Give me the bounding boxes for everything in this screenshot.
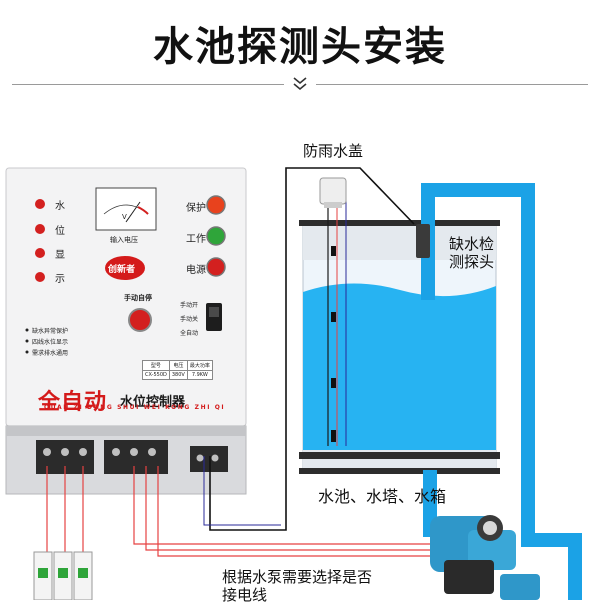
- spec-cell: CX-550D: [142, 370, 170, 380]
- brand-title: 全自动: [38, 390, 108, 415]
- feature-item: 需求排水通用: [32, 350, 69, 357]
- feature-item: 四线水位显示: [32, 339, 69, 346]
- divider-left: [12, 84, 284, 85]
- switch-label: 手动关: [180, 316, 199, 323]
- rain-cover: [319, 177, 347, 205]
- spec-header: 电压: [168, 360, 188, 371]
- status-led-label: 电源: [186, 265, 206, 276]
- spec-cell: 380V: [168, 370, 188, 380]
- page-title: 水池探测头安装: [153, 24, 447, 70]
- pump-icon: [430, 515, 540, 600]
- side-led-label: 水: [55, 201, 65, 212]
- spec-table: 型号 电压 最大功率 CX-550D 380V 7.9KW: [142, 360, 213, 380]
- water-body: [303, 283, 496, 450]
- logo-text: 创新者: [108, 265, 136, 275]
- rain-cover-label: 防雨水盖: [303, 142, 364, 160]
- meter-unit: V: [122, 213, 127, 221]
- feature-item: 缺水异常保护: [32, 328, 69, 335]
- switch-label: 手动开: [180, 302, 199, 309]
- probe-label: 缺水检测探头: [449, 235, 495, 271]
- switch-label: 全自动: [180, 330, 199, 337]
- brand-pinyin: QUAN ZI DONG SHUI WEI KONG ZHI QI: [44, 404, 226, 411]
- breaker-icon: [33, 551, 93, 600]
- side-led-label: 显: [55, 250, 65, 261]
- water-pipe: [421, 183, 582, 600]
- tank-label: 水池、水塔、水箱: [318, 487, 447, 506]
- side-led-label: 示: [55, 274, 65, 285]
- spec-header: 最大功率: [186, 360, 213, 371]
- meter-caption: 输入电压: [110, 236, 138, 244]
- spec-header: 型号: [142, 360, 170, 371]
- pump-wiring-note: 根据水泵需要选择是否接电线: [222, 568, 373, 604]
- voltmeter-icon: [95, 187, 157, 231]
- manual-reset-label: 手动自停: [124, 294, 152, 302]
- logo-badge: [105, 256, 145, 280]
- protect-led: [206, 195, 226, 215]
- work-led: [206, 226, 226, 246]
- brand-subtitle: 水位控制器: [120, 395, 186, 410]
- spec-cell: 7.9KW: [186, 370, 213, 380]
- status-led-label: 保护: [186, 203, 206, 214]
- chevron-down-icon: [293, 77, 307, 91]
- power-led: [206, 257, 226, 277]
- probe-sensor: [416, 224, 430, 258]
- status-led-label: 工作: [186, 234, 206, 245]
- divider-right: [316, 84, 588, 85]
- side-led-label: 位: [55, 226, 65, 237]
- manual-reset-button: [128, 308, 152, 332]
